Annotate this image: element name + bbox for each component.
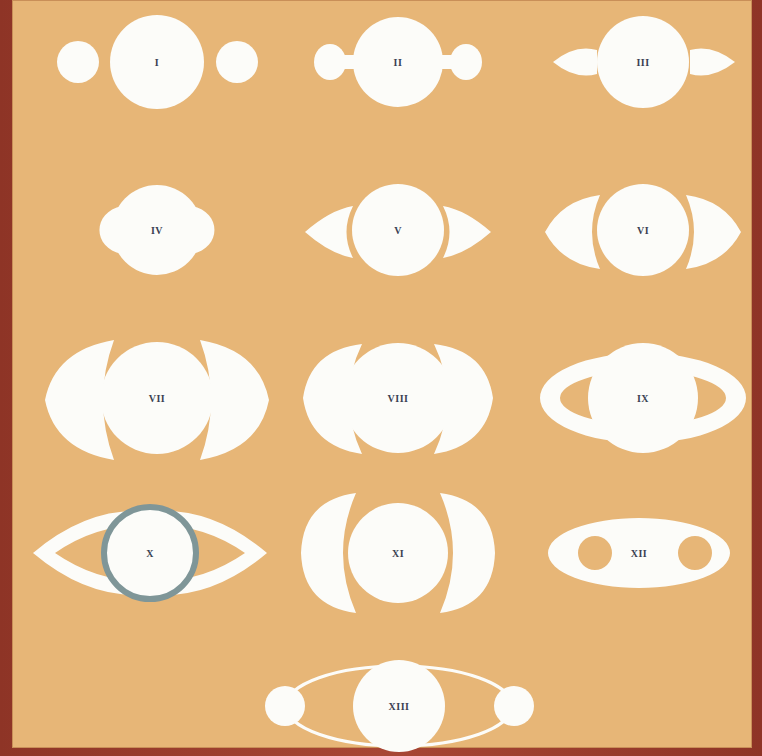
planet-disc: IX <box>588 343 698 453</box>
planet-disc: V <box>352 184 444 276</box>
ansa <box>686 195 741 269</box>
figure-numeral: XIII <box>389 701 410 712</box>
figure-numeral: XI <box>392 548 404 559</box>
planet-disc: XI <box>348 503 448 603</box>
ansa <box>440 493 495 613</box>
moon <box>494 686 534 726</box>
planet-disc: VIII <box>343 343 453 453</box>
planet-disc: VI <box>597 184 689 276</box>
figure-numeral: VII <box>149 393 166 404</box>
figure-numeral: II <box>394 57 403 68</box>
planet-disc: III <box>597 16 689 108</box>
planet-disc: II <box>353 17 443 107</box>
planet-shape <box>101 342 213 454</box>
ansa <box>305 206 353 258</box>
figure-numeral: I <box>155 57 159 68</box>
moon <box>57 41 99 83</box>
figure-numeral: XII <box>631 548 648 559</box>
figure-numeral: VIII <box>388 393 409 404</box>
ring-oval <box>548 518 730 588</box>
figure-numeral: VI <box>637 225 649 236</box>
planet-shape <box>353 17 443 107</box>
planet-shape <box>110 15 204 109</box>
planet-shape <box>112 185 202 275</box>
planet-disc: XII <box>548 518 730 588</box>
figure-numeral: V <box>394 225 402 236</box>
planet-shape <box>597 16 689 108</box>
planet-shape <box>352 184 444 276</box>
ansa <box>443 206 491 258</box>
planet-disc: XIII <box>353 660 445 752</box>
planet-shape <box>588 343 698 453</box>
ansa <box>301 493 356 613</box>
ansa <box>690 49 735 76</box>
figure-numeral: X <box>146 548 154 559</box>
planet-disc: VII <box>101 342 213 454</box>
figure-numeral: III <box>636 57 649 68</box>
planet-shape <box>597 184 689 276</box>
planet-disc: IV <box>112 185 202 275</box>
planet-shape <box>353 660 445 752</box>
planet-shape <box>343 343 453 453</box>
planet-disc: I <box>110 15 204 109</box>
planet-disc: X <box>101 504 199 602</box>
planet-shape <box>104 507 196 599</box>
planet-shape <box>348 503 448 603</box>
ansa <box>545 195 600 269</box>
ansa <box>553 49 597 76</box>
figure-numeral: IV <box>151 225 163 236</box>
figure-numeral: IX <box>637 393 649 404</box>
moon <box>216 41 258 83</box>
